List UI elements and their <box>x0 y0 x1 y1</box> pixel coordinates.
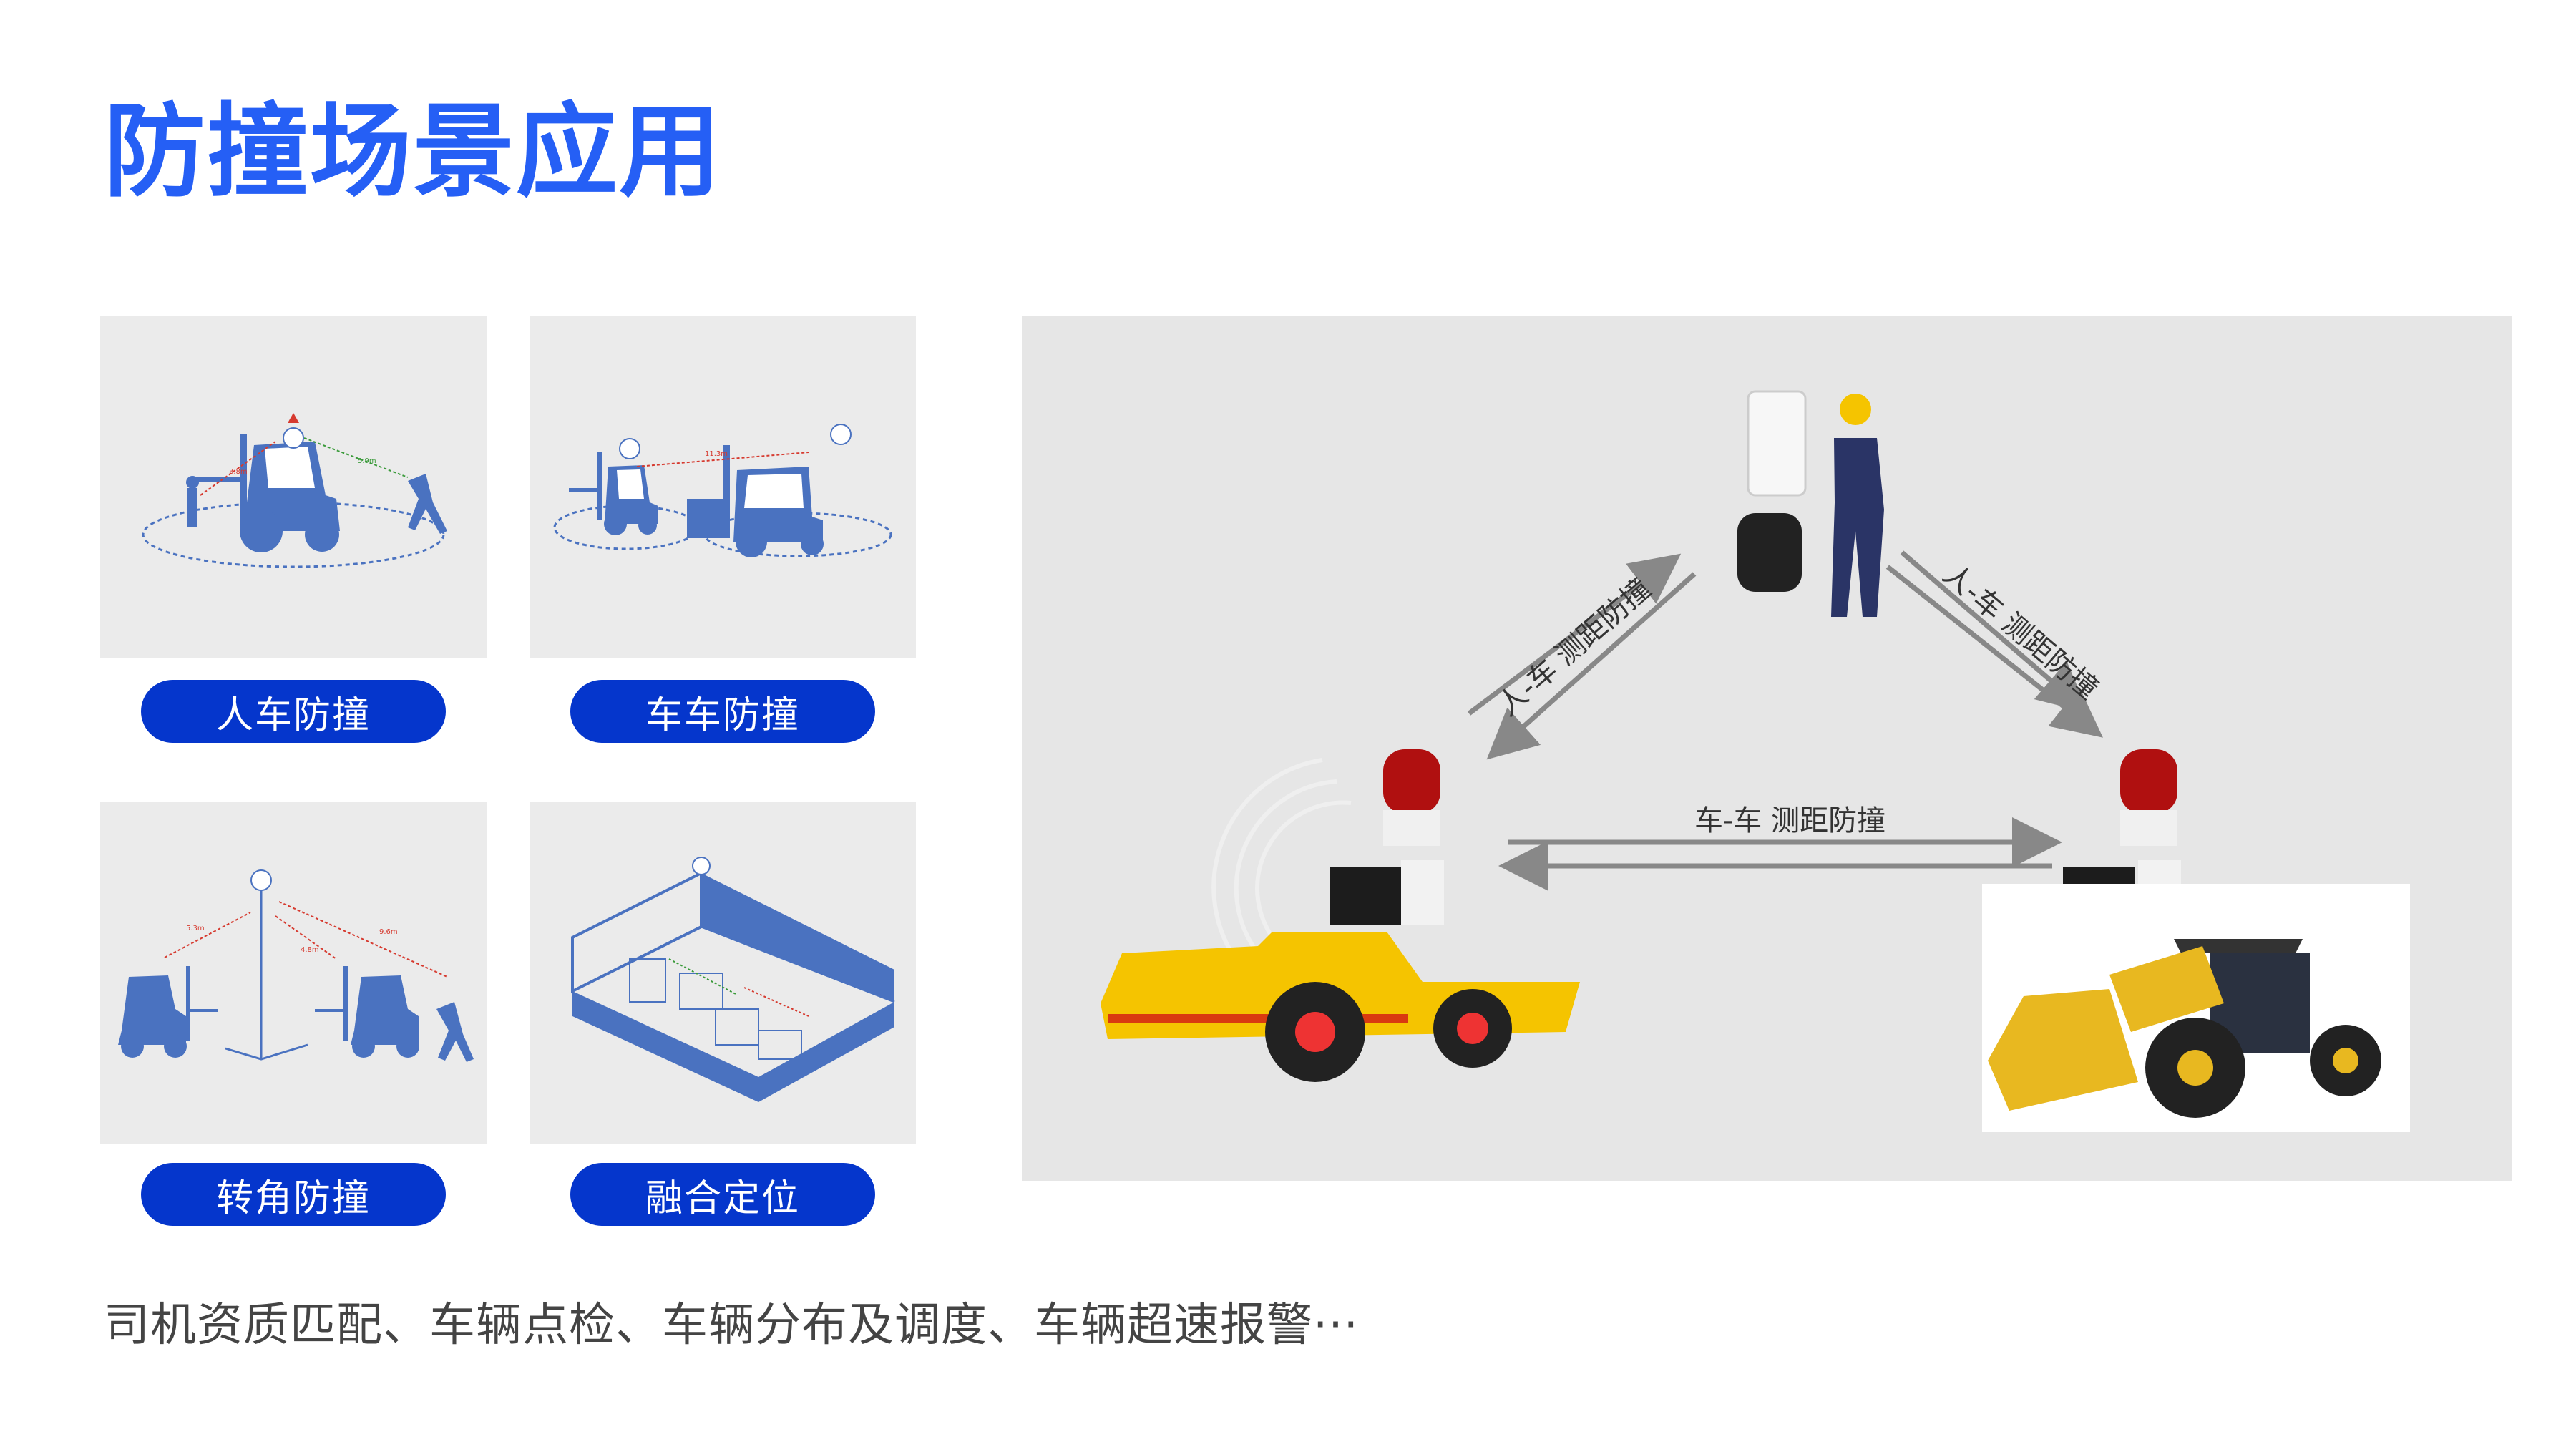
arrow-label-vehicle-vehicle: 车-车 测距防撞 <box>1694 804 1885 837</box>
underground-loader-icon <box>1101 932 1580 1082</box>
watermark-logo <box>1211 758 1352 962</box>
distance-label: 11.3m <box>705 450 728 458</box>
feature-summary: 司机资质匹配、车辆点检、车辆分布及调度、车辆超速报警··· <box>104 1299 1360 1352</box>
anti-collision-diagram: 人-车 测距防撞 人-车 测距防撞 车-车 测距防撞 <box>1022 316 2512 1181</box>
arrow-label-person-vehicle-right: 人-车 测距防撞 <box>1937 557 2104 706</box>
scenario-image-person-vehicle: 3.8m 5.9m <box>100 316 487 658</box>
scenario-image-vehicle-vehicle: 11.3m <box>530 316 916 658</box>
scenario-button-vehicle-vehicle[interactable]: 车车防撞 <box>570 680 875 743</box>
arrow-label-person-vehicle-left: 人-车 测距防撞 <box>1491 573 1657 723</box>
scenario-button-corner[interactable]: 转角防撞 <box>141 1163 446 1226</box>
distance-label: 4.8m <box>301 946 319 954</box>
scenario-image-corner: 5.3m 4.8m 9.6m <box>100 802 487 1144</box>
page-title: 防撞场景应用 <box>104 93 722 211</box>
wheel-loader-icon <box>1988 939 2381 1118</box>
scenario-button-fusion-positioning[interactable]: 融合定位 <box>570 1163 875 1226</box>
distance-label: 3.8m <box>229 468 248 476</box>
scenario-button-person-vehicle[interactable]: 人车防撞 <box>141 680 446 743</box>
distance-label: 9.6m <box>379 928 398 936</box>
distance-label: 5.9m <box>358 457 376 465</box>
distance-label: 5.3m <box>186 925 205 932</box>
alarm-icon <box>1330 749 1444 925</box>
scenario-image-fusion-positioning <box>530 802 916 1144</box>
worker-icon <box>1737 390 1884 617</box>
